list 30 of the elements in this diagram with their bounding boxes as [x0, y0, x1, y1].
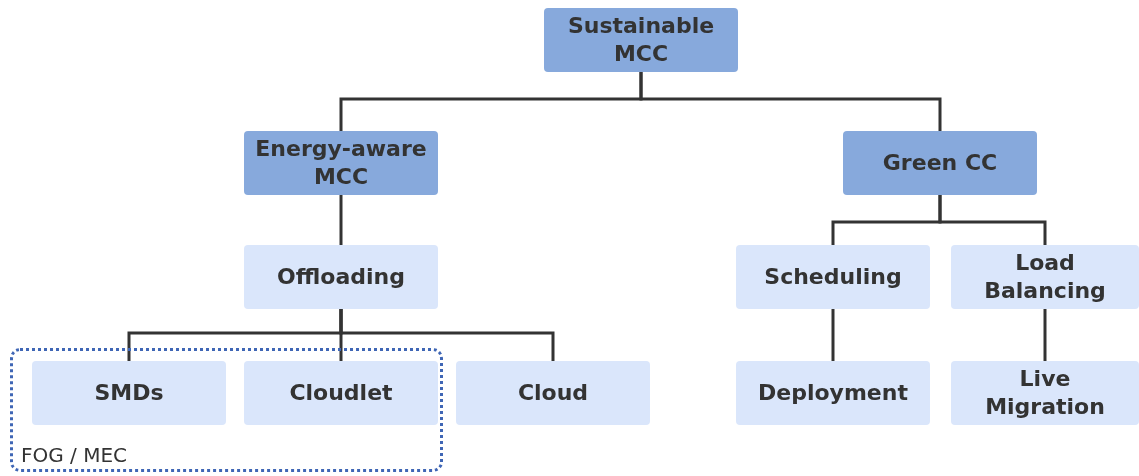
- node-label: Load Balancing: [983, 249, 1107, 305]
- connector-line: [639, 72, 942, 131]
- topic-box: [456, 361, 650, 425]
- category-box: [544, 8, 738, 72]
- node-label: Energy-aware MCC: [254, 135, 428, 191]
- connector-line: [938, 195, 1047, 245]
- connector-line: [1043, 309, 1047, 361]
- node-label: Cloudlet: [288, 379, 394, 407]
- topic-box: [951, 245, 1139, 309]
- node-label: Scheduling: [763, 263, 903, 291]
- topic-box: [32, 361, 226, 425]
- node-label: Live Migration: [984, 365, 1106, 421]
- topic-box: [244, 361, 438, 425]
- connector-line: [339, 309, 555, 361]
- node-label: Cloud: [516, 379, 590, 407]
- category-box: [843, 131, 1037, 195]
- topic-box: [951, 361, 1139, 425]
- topic-box: [244, 245, 438, 309]
- node-label: Offloading: [276, 263, 406, 291]
- topic-box: [736, 245, 930, 309]
- node-label: SMDs: [93, 379, 165, 407]
- topic-box: [736, 361, 930, 425]
- connector-line: [339, 195, 343, 245]
- node-label: Green CC: [881, 149, 999, 177]
- connector-line: [831, 309, 835, 361]
- group-label: FOG / MEC: [21, 443, 128, 467]
- category-box: [244, 131, 438, 195]
- node-label: Deployment: [757, 379, 909, 407]
- group-frame: [10, 348, 443, 472]
- node-label: Sustainable MCC: [566, 12, 716, 68]
